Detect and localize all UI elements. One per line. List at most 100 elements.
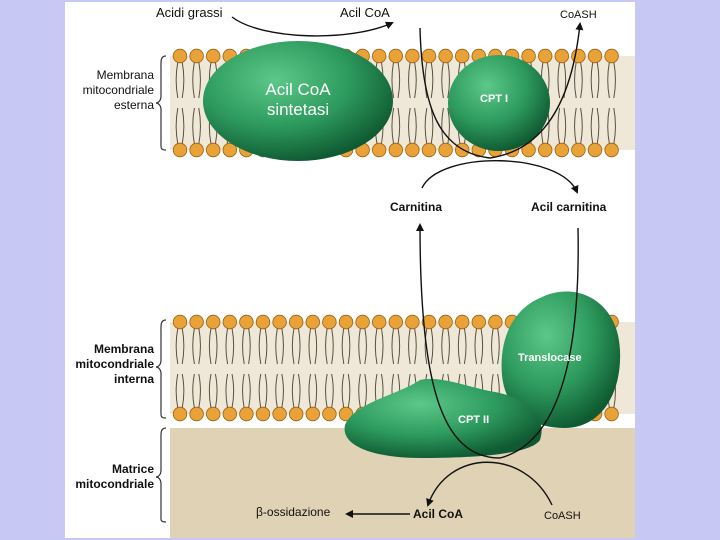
lipid-tail: [181, 61, 185, 99]
lipid-tail: [314, 373, 318, 409]
lipid-tail: [414, 107, 417, 145]
lipid-tail: [175, 373, 179, 409]
lipid-tail: [192, 61, 195, 99]
label-acyl-coa-top: Acil CoA: [340, 5, 390, 20]
lipid-tail: [308, 373, 312, 409]
lipid-head: [587, 48, 603, 64]
lipid-head: [388, 142, 404, 158]
label-matrix: Matrice mitocondriale: [75, 462, 154, 491]
lipid-tail: [408, 327, 411, 365]
lipid-head: [388, 314, 404, 330]
lipid-tail: [281, 373, 284, 409]
lipid-tail: [198, 373, 201, 409]
label-translocase: Translocase: [518, 352, 582, 364]
lipid-tail: [463, 327, 467, 365]
lipid-tail: [325, 373, 328, 409]
lipid-head: [222, 314, 238, 330]
lipid-head: [172, 48, 188, 64]
arrow-cpt1-main: [419, 22, 584, 159]
lipid-head: [239, 314, 254, 330]
lipid-tail: [574, 107, 577, 145]
lipid-tail: [181, 373, 185, 409]
lipid-tail: [596, 107, 600, 145]
lipid-head: [604, 406, 619, 422]
lipid-tail: [341, 373, 345, 409]
lipid-head: [405, 48, 420, 64]
lipid-tail: [208, 327, 212, 365]
label-acyl-coa-synthetase: Acil CoA sintetasi: [265, 80, 331, 119]
lipid-tail: [414, 327, 417, 365]
lipid-head: [305, 406, 321, 422]
lipid-tail: [391, 107, 395, 145]
lipid-tail: [414, 61, 417, 99]
lipid-head: [272, 406, 287, 422]
lipid-head: [455, 314, 470, 330]
lipid-tail: [447, 61, 450, 99]
lipid-head: [421, 142, 437, 158]
lipid-tail: [214, 327, 218, 365]
lipid-head: [255, 314, 271, 330]
lipid-tail: [563, 107, 567, 145]
lipid-tail: [192, 327, 195, 365]
lipid-tail: [192, 107, 195, 145]
lipid-tail: [613, 107, 616, 145]
lipid-tail: [331, 373, 334, 409]
cpt2-enzyme: [344, 378, 542, 458]
lipid-head: [222, 406, 238, 422]
lipid-tail: [447, 327, 450, 365]
lipid-head: [172, 142, 188, 158]
lipid-tail: [480, 327, 484, 365]
lipid-head: [239, 406, 254, 422]
lipid-head: [305, 314, 321, 330]
lipid-tail: [314, 327, 318, 365]
arrow-coash-to-acyl-coa-matrix: [426, 461, 553, 507]
lipid-head: [289, 406, 304, 422]
label-coash-bottom: CoASH: [544, 510, 581, 522]
lipid-tail: [175, 327, 179, 365]
lipid-head: [405, 314, 420, 330]
label-fatty-acids: Acidi grassi: [156, 5, 223, 20]
lipid-tail: [441, 327, 444, 365]
lipid-tail: [291, 327, 295, 365]
lipid-tail: [457, 327, 461, 365]
lipid-tail: [242, 327, 245, 365]
label-carnitine: Carnitina: [390, 200, 443, 214]
lipid-tail: [563, 61, 567, 99]
translocase-enzyme: [501, 291, 621, 428]
label-coash-top: CoASH: [560, 9, 597, 21]
side-brackets: [155, 55, 167, 523]
lipid-head: [455, 48, 470, 64]
lipid-head: [372, 48, 387, 64]
lipid-tail: [590, 61, 594, 99]
lipid-tail: [297, 327, 301, 365]
lipid-tail: [397, 61, 401, 99]
lipid-head: [438, 314, 453, 330]
lipid-tail: [341, 327, 345, 365]
label-acyl-coa-bottom: Acil CoA: [413, 507, 464, 521]
lipid-head: [488, 314, 503, 330]
lipid-head: [189, 314, 204, 330]
lipid-head: [405, 142, 420, 158]
lipid-tail: [397, 327, 401, 365]
lipid-tail: [198, 61, 201, 99]
lipid-tail: [430, 327, 434, 365]
lipid-tail: [264, 327, 268, 365]
lipid-tail: [441, 107, 444, 145]
lipid-head: [172, 406, 188, 422]
lipid-tail: [596, 61, 600, 99]
lipid-head: [205, 314, 221, 330]
lipid-head: [372, 314, 387, 330]
lipid-head: [604, 142, 619, 158]
lipid-head: [189, 142, 204, 158]
lipid-head: [372, 142, 387, 158]
lipid-head: [222, 142, 238, 158]
lipid-tail: [557, 61, 561, 99]
lipid-head: [272, 314, 287, 330]
lipid-tail: [580, 61, 583, 99]
arrow-carnitine-to-acyl-carnitine: [421, 160, 579, 194]
lipid-tail: [424, 107, 428, 145]
lipid-tail: [248, 327, 251, 365]
lipid-tail: [364, 373, 367, 409]
label-cpt1: CPT I: [480, 93, 509, 105]
lipid-tail: [258, 373, 262, 409]
